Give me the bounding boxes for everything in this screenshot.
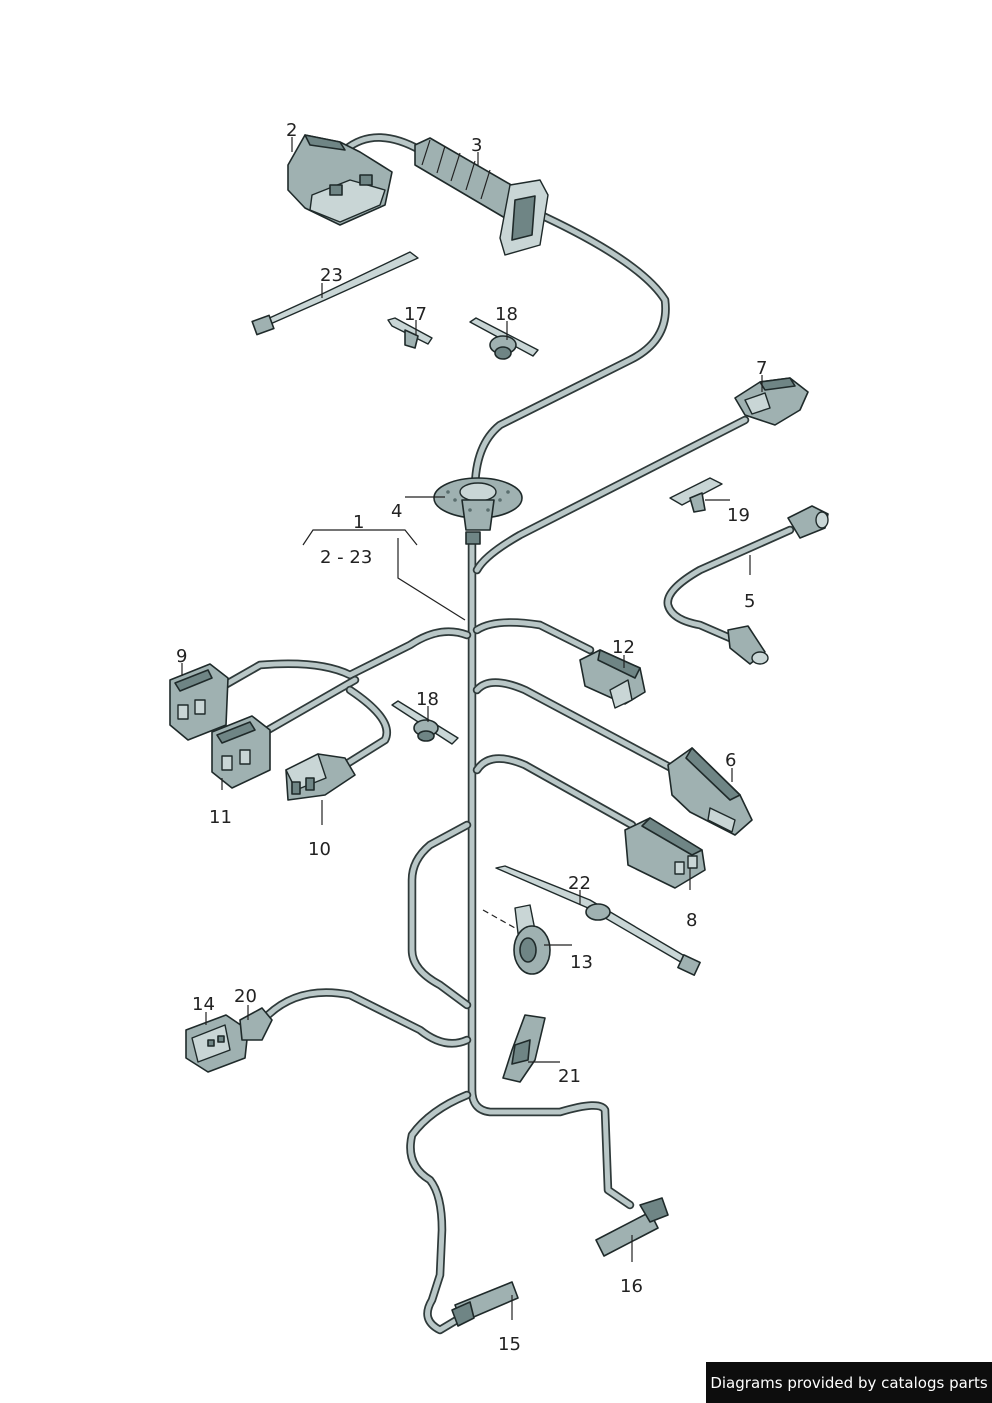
clip-18-middle	[391, 700, 459, 745]
callout-15: 15	[498, 1334, 521, 1355]
callout-17: 17	[404, 304, 427, 325]
connector-11	[211, 715, 271, 789]
connector-6	[667, 747, 753, 836]
callout-20: 20	[234, 986, 257, 1007]
callout-1: 1	[353, 512, 364, 533]
grommet-13	[513, 904, 551, 975]
rubber-boot-3	[414, 137, 549, 256]
cable-tie-22	[495, 865, 701, 976]
footer-credit-text: Diagrams provided by catalogs parts	[710, 1373, 988, 1392]
callout-3: 3	[471, 135, 482, 156]
callout-5: 5	[744, 591, 755, 612]
callout-13: 13	[570, 952, 593, 973]
callout-10: 10	[308, 839, 331, 860]
callout-22: 22	[568, 873, 591, 894]
sensor-16	[595, 1197, 669, 1257]
callout-4: 4	[391, 501, 402, 522]
wire-harness	[220, 133, 795, 1335]
connector-9	[169, 663, 229, 741]
callout-6: 6	[725, 750, 736, 771]
connector-14	[185, 1014, 249, 1073]
callout-18-middle: 18	[416, 689, 439, 710]
connector-2	[287, 134, 393, 226]
callout-7: 7	[756, 358, 767, 379]
callout-1-range: 2 - 23	[320, 547, 372, 568]
connector-10	[285, 753, 356, 801]
callout-18-top: 18	[495, 304, 518, 325]
callout-19: 19	[727, 505, 750, 526]
bracket-21	[502, 1014, 546, 1083]
callout-9: 9	[176, 646, 187, 667]
clip-17	[387, 317, 433, 349]
sensor-5	[727, 505, 829, 665]
callout-12: 12	[612, 637, 635, 658]
callout-2: 2	[286, 120, 297, 141]
callout-labels: 1 2 - 23 2 3 4 5 6 7 8 9 10 11 12 13 14 …	[176, 120, 767, 1355]
callout-14: 14	[192, 994, 215, 1015]
callout-11: 11	[209, 807, 232, 828]
clip-18-top	[469, 317, 539, 360]
footer-credit-badge: Diagrams provided by catalogs parts	[706, 1362, 992, 1403]
connector-8	[624, 817, 706, 889]
clip-19	[669, 477, 723, 513]
callout-8: 8	[686, 910, 697, 931]
connector-7	[734, 377, 809, 426]
callout-21: 21	[558, 1066, 581, 1087]
callout-23: 23	[320, 265, 343, 286]
leader-lines	[181, 137, 763, 1320]
connector-12	[579, 649, 646, 709]
callout-16: 16	[620, 1276, 643, 1297]
sensor-15	[451, 1281, 519, 1327]
grommet-4	[433, 477, 523, 545]
